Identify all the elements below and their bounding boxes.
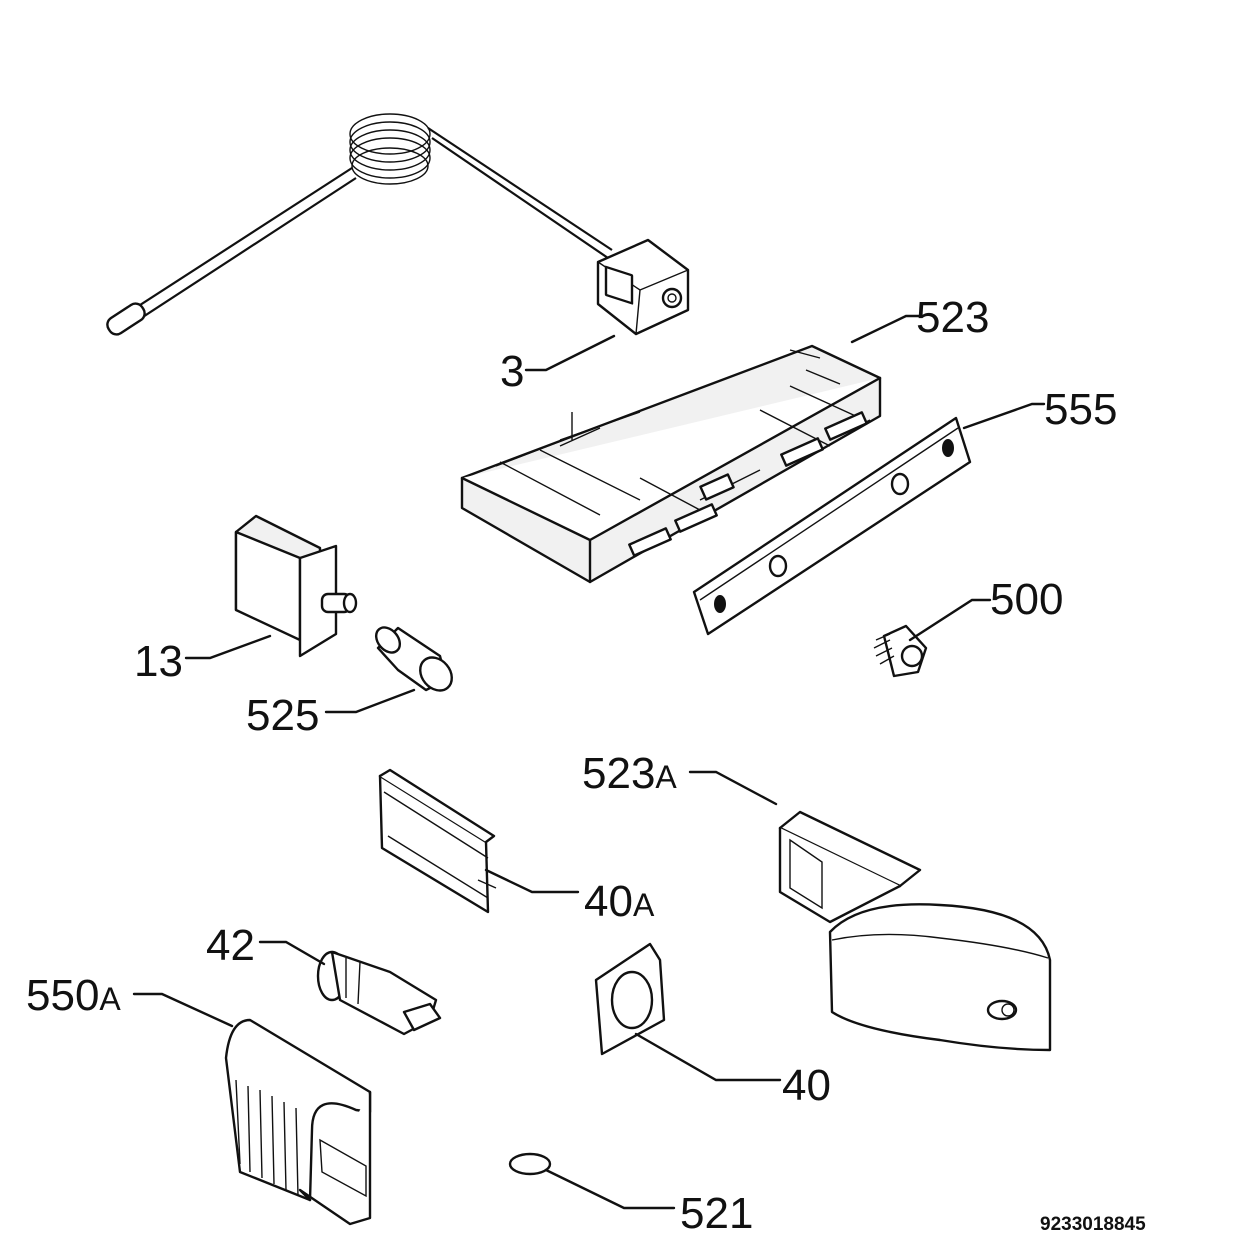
cover-part-523a bbox=[778, 810, 1052, 1052]
socket-part-42 bbox=[316, 950, 442, 1036]
label-525: 525 bbox=[246, 691, 319, 740]
housing-tray-part-523 bbox=[460, 344, 882, 584]
label-523: 523 bbox=[916, 293, 989, 342]
document-number: 9233018845 bbox=[1040, 1214, 1146, 1235]
label-40a: 40A bbox=[584, 877, 655, 926]
label-521: 521 bbox=[680, 1189, 753, 1238]
label-555: 555 bbox=[1044, 385, 1117, 434]
thermostat-part-3 bbox=[106, 113, 690, 336]
part-labels: 3 523 555 13 525 500 523A 40A 42 550A 40… bbox=[26, 293, 1117, 1238]
gasket-part-40 bbox=[594, 942, 666, 1056]
bulb-part-525 bbox=[374, 626, 453, 692]
label-13: 13 bbox=[134, 637, 183, 686]
label-523a: 523A bbox=[582, 749, 677, 798]
label-42: 42 bbox=[206, 921, 255, 970]
label-550a: 550A bbox=[26, 971, 121, 1020]
label-40: 40 bbox=[782, 1061, 831, 1110]
ring-part-521 bbox=[508, 1152, 552, 1176]
leader-lines bbox=[132, 314, 1046, 1210]
profile-part-40a bbox=[378, 768, 497, 914]
label-500: 500 bbox=[990, 575, 1063, 624]
label-3: 3 bbox=[500, 347, 524, 396]
switch-part-13 bbox=[234, 514, 358, 658]
diffuser-part-550a bbox=[224, 1018, 372, 1226]
connector-part-500 bbox=[873, 624, 928, 678]
strip-part-555 bbox=[692, 416, 972, 636]
